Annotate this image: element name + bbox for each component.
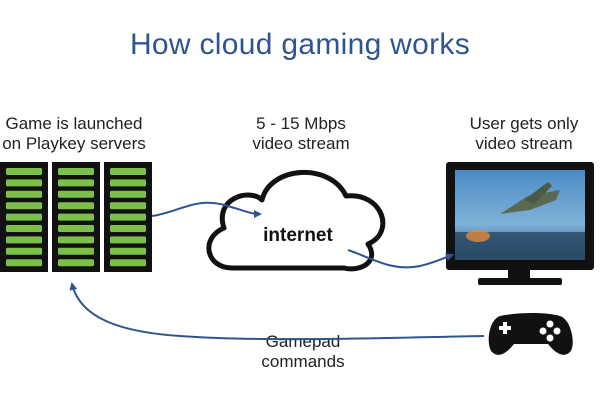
server-slot: [58, 190, 94, 198]
servers-to-cloud-arrow: [151, 201, 262, 218]
server-slot: [6, 179, 42, 187]
server-slot: [58, 259, 94, 267]
server-slot: [110, 202, 146, 210]
server-slot: [58, 236, 94, 244]
server-slot: [6, 190, 42, 198]
server-slot: [58, 225, 94, 232]
cloud-icon: internet: [206, 170, 386, 272]
server-slot: [6, 213, 42, 221]
server-slot: [6, 202, 42, 210]
server-slot: [6, 259, 42, 267]
server-slot: [58, 213, 94, 221]
monitor-icon: [446, 162, 594, 285]
gamepad-icon: [488, 313, 573, 355]
cloud-to-monitor-arrow: [347, 249, 454, 269]
page-title: How cloud gaming works: [129, 28, 471, 61]
server-caption-line-1: Game is launched: [5, 114, 143, 133]
server-slot: [58, 179, 94, 187]
server-slot: [110, 247, 146, 255]
server-slot: [58, 202, 94, 210]
user-caption-line-1: User gets only: [469, 114, 579, 133]
cloud-label: internet: [263, 225, 333, 246]
server-rack-icon: [0, 162, 152, 272]
server-rack-1: [0, 162, 48, 272]
server-slot: [110, 168, 146, 175]
server-caption-line-2: on Playkey servers: [2, 134, 146, 153]
server-slot: [6, 236, 42, 244]
server-slot: [6, 225, 42, 232]
server-rack-2: [52, 162, 100, 272]
server-slot: [58, 168, 94, 175]
gamepad-caption-line-2: commands: [261, 352, 345, 371]
stream-caption-line-1: 5 - 15 Mbps: [256, 114, 346, 133]
server-slot: [110, 179, 146, 187]
server-slot: [6, 168, 42, 175]
server-slot: [110, 225, 146, 232]
server-slot: [110, 259, 146, 267]
gamepad-caption-line-1: Gamepad: [265, 332, 341, 351]
user-caption-line-2: video stream: [475, 134, 573, 153]
server-rack-3: [104, 162, 152, 272]
gamepad-to-servers-arrow: [69, 282, 485, 341]
server-slot: [58, 247, 94, 255]
stream-caption-line-2: video stream: [252, 134, 350, 153]
server-slot: [110, 236, 146, 244]
server-slot: [6, 247, 42, 255]
server-slot: [110, 190, 146, 198]
server-slot: [110, 213, 146, 221]
